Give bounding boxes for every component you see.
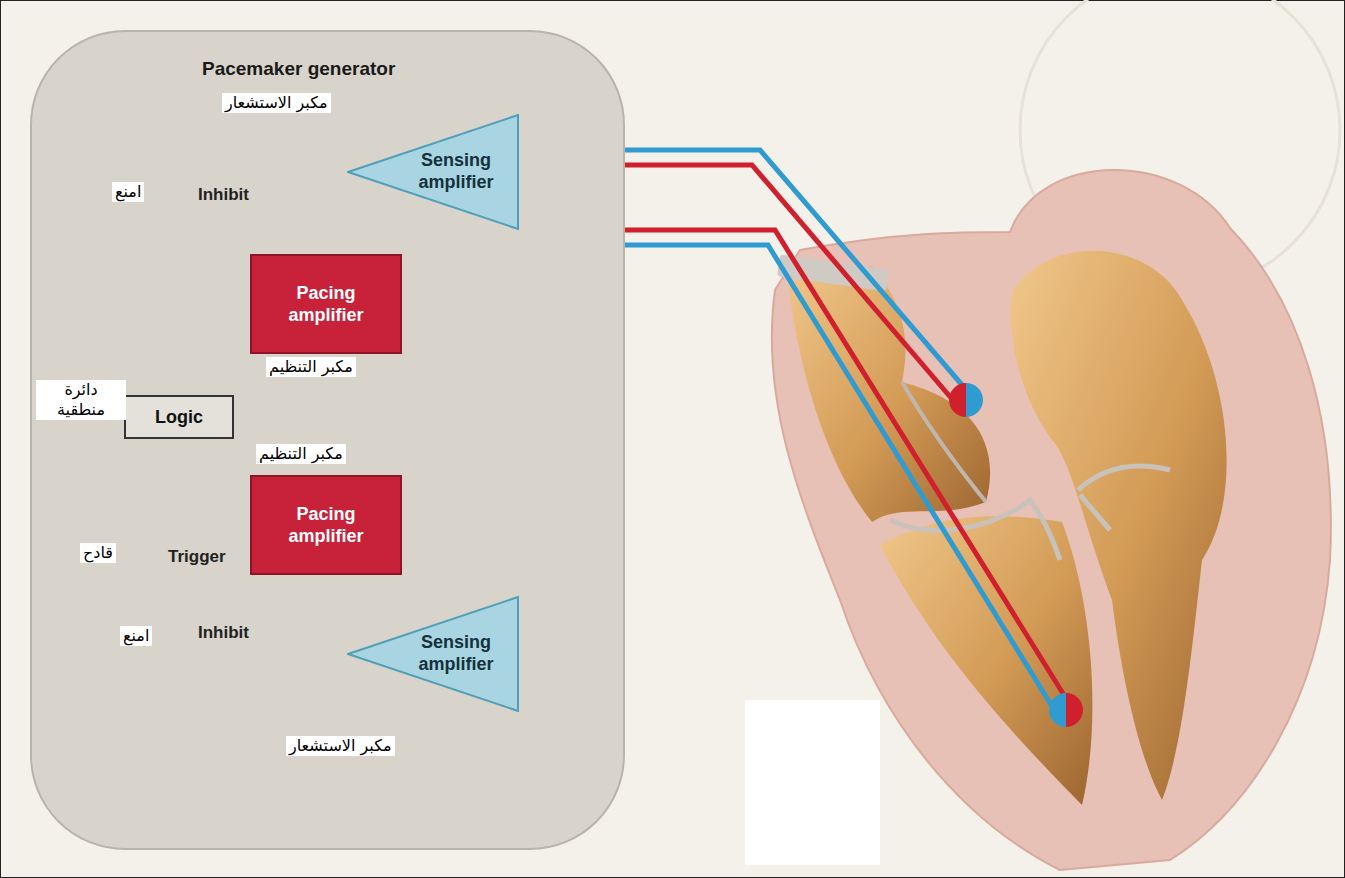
- arabic-label: قادح: [80, 543, 116, 563]
- arabic-label: امنع: [120, 626, 152, 646]
- arabic-label: مكبر التنظيم: [256, 444, 346, 464]
- arabic-label: امنع: [112, 182, 144, 202]
- generator-housing: Pacemaker generatorSensing amplifierPaci…: [30, 30, 625, 850]
- arabic-label: مكبر التنظيم: [266, 357, 356, 377]
- logic-box: Logic: [124, 395, 234, 439]
- amplifier-label: Pacing amplifier: [260, 503, 392, 548]
- arabic-label: دائرة منطقية: [36, 380, 126, 420]
- amplifier-label: Sensing amplifier: [401, 150, 511, 193]
- signal-label: Trigger: [166, 547, 228, 567]
- pacing-amplifier: Pacing amplifier: [250, 475, 402, 575]
- arabic-label: مكبر الاستشعار: [286, 736, 395, 756]
- arabic-label: مكبر الاستشعار: [222, 93, 331, 113]
- logic-label: Logic: [155, 407, 203, 428]
- sensing-amplifier: Sensing amplifier: [347, 596, 519, 712]
- sensing-amplifier: Sensing amplifier: [347, 114, 519, 230]
- amplifier-label: Pacing amplifier: [260, 282, 392, 327]
- signal-label: Inhibit: [196, 185, 251, 205]
- amplifier-label: Sensing amplifier: [401, 632, 511, 675]
- signal-label: Inhibit: [196, 623, 251, 643]
- pacing-amplifier: Pacing amplifier: [250, 254, 402, 354]
- housing-title: Pacemaker generator: [202, 58, 395, 80]
